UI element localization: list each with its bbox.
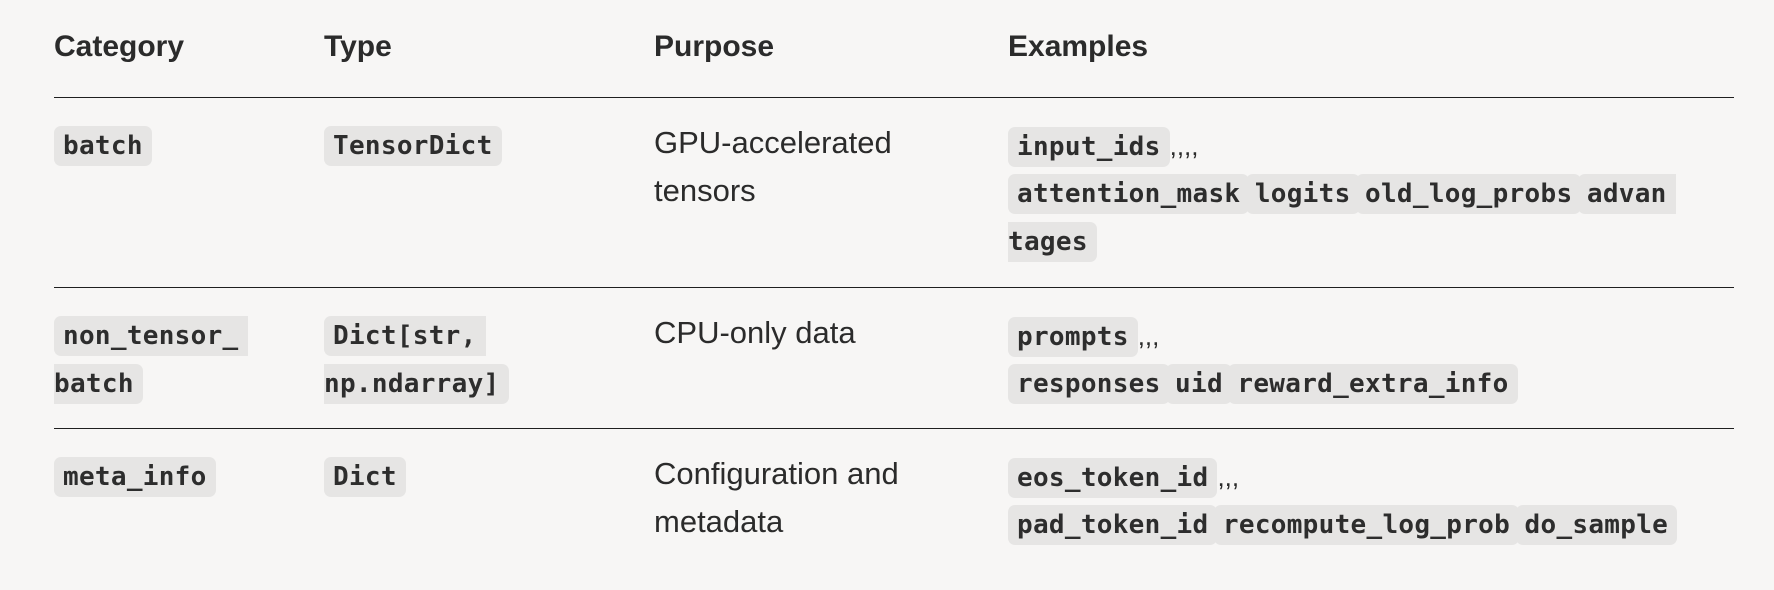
example-code: prompts (1008, 317, 1138, 357)
example-separators: ,,, (1217, 462, 1240, 492)
type-code: Dict[str, (324, 316, 486, 356)
example-code: recompute_log_prob (1213, 505, 1520, 545)
examples-cell: prompts,,, responses uid reward_extra_in… (1008, 312, 1730, 408)
data-structure-table: Category Type Purpose Examples batch Ten… (54, 0, 1734, 589)
category-code: meta_info (54, 457, 216, 497)
table-header-row: Category Type Purpose Examples (54, 0, 1734, 98)
example-code: attention_mask (1008, 174, 1250, 214)
purpose-line: Configuration and (654, 456, 899, 491)
purpose-cell: GPU-accelerated tensors (654, 119, 1008, 215)
type-cell: Dict (324, 453, 654, 501)
purpose-line: metadata (654, 504, 784, 539)
purpose-cell: Configuration and metadata (654, 450, 1008, 546)
category-code: non_tensor_ (54, 316, 248, 356)
example-code: do_sample (1515, 505, 1678, 545)
example-code: uid (1166, 364, 1232, 404)
example-separators: ,,, (1137, 321, 1160, 351)
header-type: Type (324, 30, 392, 63)
category-cell: non_tensor_ batch (54, 312, 324, 408)
example-code: responses (1008, 364, 1170, 404)
purpose-line: GPU-accelerated (654, 125, 892, 160)
category-cell: batch (54, 122, 324, 170)
type-cell: Dict[str, np.ndarray] (324, 312, 654, 408)
purpose-line: tensors (654, 173, 756, 208)
category-cell: meta_info (54, 453, 324, 501)
purpose-cell: CPU-only data (654, 315, 856, 350)
header-examples: Examples (1008, 30, 1149, 63)
example-code: old_log_probs (1356, 174, 1582, 214)
examples-cell: input_ids,,,, attention_mask logits old_… (1008, 122, 1730, 266)
category-code: batch (54, 364, 143, 404)
example-code: pad_token_id (1008, 505, 1218, 545)
example-code: logits (1245, 174, 1360, 214)
example-code: advan (1577, 174, 1676, 214)
example-code: tages (1008, 222, 1097, 262)
example-code: reward_extra_info (1228, 364, 1518, 404)
table-row: batch TensorDict GPU-accelerated tensors… (54, 98, 1734, 288)
table-row: non_tensor_ batch Dict[str, np.ndarray] … (54, 288, 1734, 429)
type-code: TensorDict (324, 126, 502, 166)
example-separators: ,,,, (1169, 131, 1199, 161)
type-code: Dict (324, 457, 406, 497)
type-cell: TensorDict (324, 122, 654, 170)
type-code: np.ndarray] (324, 364, 509, 404)
example-code: eos_token_id (1008, 458, 1218, 498)
example-code: input_ids (1008, 127, 1170, 167)
examples-cell: eos_token_id,,, pad_token_id recompute_l… (1008, 453, 1730, 549)
table-row: meta_info Dict Configuration and metadat… (54, 429, 1734, 589)
header-purpose: Purpose (654, 30, 775, 63)
header-category: Category (54, 30, 185, 63)
category-code: batch (54, 126, 152, 166)
